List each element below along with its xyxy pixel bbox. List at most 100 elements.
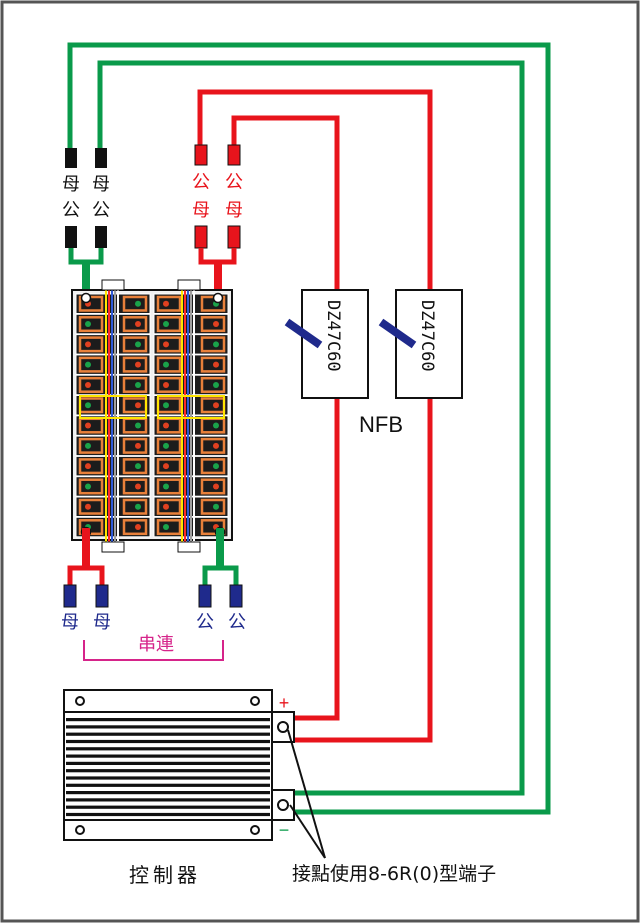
busbar xyxy=(122,336,148,353)
connector-label-male: 公 xyxy=(62,200,80,221)
callout-line xyxy=(289,804,326,859)
connector-label-female: 母 xyxy=(92,174,110,195)
top-right-connectors: 公 公 母 母 xyxy=(192,144,243,296)
series-label: 串連 xyxy=(138,634,174,655)
cell-terminal xyxy=(85,503,91,510)
heat-sink-fin xyxy=(66,783,270,787)
cell-terminal xyxy=(163,463,169,470)
busbar xyxy=(156,478,182,495)
busbar xyxy=(78,519,104,536)
green-outer-wire xyxy=(67,42,551,815)
terminal-note: 接點使用8-6R(0)型端子 xyxy=(292,863,496,885)
busbar xyxy=(156,498,182,515)
heat-sink-fin xyxy=(66,812,270,817)
balance-connector xyxy=(177,541,201,553)
cell-terminal xyxy=(163,341,169,348)
cell-terminal xyxy=(135,524,141,531)
breaker-left: DZ47C60 xyxy=(284,289,369,399)
breaker-model: DZ47C60 xyxy=(417,300,437,372)
busbar xyxy=(122,316,148,333)
connector-label-male: 公 xyxy=(192,172,210,193)
cell-terminal xyxy=(85,442,91,449)
busbar xyxy=(78,478,104,495)
connector-plug xyxy=(194,144,208,166)
series-bracket-line xyxy=(83,640,224,661)
cell-terminal xyxy=(135,361,141,368)
busbar xyxy=(122,478,148,495)
cell-terminal xyxy=(163,300,169,307)
connector-label-female: 母 xyxy=(192,200,210,221)
cell-terminal xyxy=(85,361,91,368)
cell-terminal xyxy=(135,300,141,307)
cell-terminal xyxy=(85,422,91,429)
cell-terminal xyxy=(213,442,219,449)
cell-terminal xyxy=(135,321,141,328)
controller-label: 控制器 xyxy=(129,863,201,887)
bottom-left-connectors: 母 母 xyxy=(61,528,111,633)
busbar xyxy=(122,356,148,373)
connector-plug xyxy=(194,225,208,249)
cell-terminal xyxy=(85,381,91,388)
busbar xyxy=(156,519,182,536)
cell-terminal xyxy=(85,321,91,328)
minus-sign: − xyxy=(279,820,290,840)
connector-plug xyxy=(95,226,107,248)
series-link xyxy=(79,395,147,419)
cell-terminal xyxy=(213,422,219,429)
series-link xyxy=(157,395,225,419)
cell-terminal xyxy=(85,483,91,490)
heat-sink-fin xyxy=(66,798,270,802)
connector-label-male: 公 xyxy=(92,200,110,221)
red-jumper xyxy=(67,565,105,588)
cell-terminal xyxy=(213,463,219,470)
connector-label-female: 母 xyxy=(62,174,80,195)
mount-hole xyxy=(75,696,85,706)
controller: + − 控制器 xyxy=(63,689,295,887)
cell-terminal xyxy=(135,503,141,510)
cell-terminal xyxy=(213,341,219,348)
heat-sink-fins xyxy=(66,718,270,817)
series-bracket: 串連 xyxy=(83,634,224,661)
mount-hole xyxy=(250,696,260,706)
breaker-handle xyxy=(284,318,323,349)
busbar xyxy=(78,498,104,515)
heat-sink-fin xyxy=(66,739,270,744)
cell-terminal xyxy=(163,422,169,429)
busbar xyxy=(156,376,182,393)
breaker-label: NFB xyxy=(359,412,403,437)
breaker-model: DZ47C60 xyxy=(323,300,343,372)
connector-plug xyxy=(63,584,77,608)
battery-pack xyxy=(71,279,233,553)
cell-terminal xyxy=(213,381,219,388)
connector-label-female: 母 xyxy=(61,612,79,633)
heat-sink-fin xyxy=(66,776,270,780)
cell-terminal xyxy=(163,381,169,388)
connector-plug xyxy=(229,584,243,608)
mount-hole xyxy=(250,825,260,835)
terminal-screw-negative xyxy=(277,799,289,811)
connector-plug xyxy=(198,584,212,608)
cell-terminal xyxy=(135,402,141,409)
busbar xyxy=(156,437,182,454)
connector-plug xyxy=(227,144,241,166)
cell-terminal xyxy=(213,402,219,409)
busbar xyxy=(122,437,148,454)
cell-terminal xyxy=(85,402,91,409)
red-wire-to-controller-b xyxy=(292,398,340,721)
cell-terminal xyxy=(213,321,219,328)
red-inner-wire xyxy=(231,115,340,290)
cell-terminal xyxy=(163,483,169,490)
green-inner-wire xyxy=(97,60,525,796)
busbar xyxy=(200,498,226,515)
cell-terminal xyxy=(163,503,169,510)
connector-plug xyxy=(65,148,77,168)
connector-label-male: 公 xyxy=(228,612,246,633)
cell-terminal xyxy=(163,361,169,368)
busbar xyxy=(78,336,104,353)
green-wires xyxy=(67,42,551,815)
cell-terminal xyxy=(213,483,219,490)
busbar xyxy=(156,356,182,373)
busbar xyxy=(78,316,104,333)
cell-terminal xyxy=(85,341,91,348)
